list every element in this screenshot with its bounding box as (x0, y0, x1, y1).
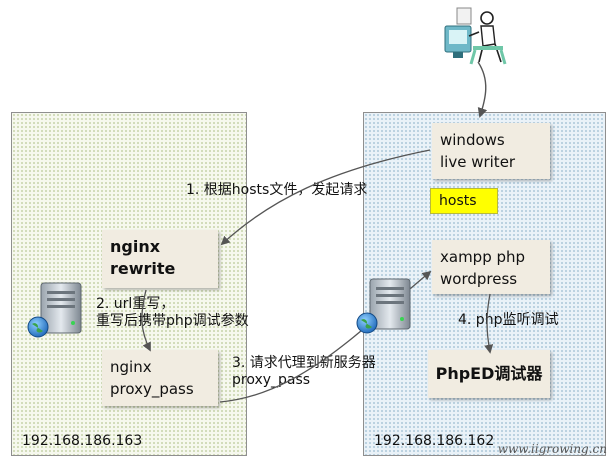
step3-line2: proxy_pass (232, 372, 311, 388)
xampp-line2: wordpress (440, 270, 518, 288)
nginx-proxy-box: nginx proxy_pass (102, 350, 218, 406)
xampp-line1: xampp php (440, 248, 526, 266)
step3-line1: 3. 请求代理到新服务器 (232, 355, 376, 371)
hosts-file-label: hosts (430, 188, 498, 214)
nginx-proxy-line1: nginx (110, 358, 152, 376)
phped-box: PhpED调试器 (428, 350, 550, 398)
nginx-rewrite-line1: nginx (110, 237, 161, 256)
person-at-computer-icon (444, 7, 507, 65)
globe-icon (356, 312, 378, 334)
live-writer-line2: live writer (440, 153, 516, 171)
live-writer-line1: windows (440, 131, 505, 149)
nginx-proxy-line2: proxy_pass (110, 380, 194, 398)
server-icon (369, 278, 411, 330)
arrow-user-to-writer (477, 61, 488, 118)
live-writer-box: windows live writer (432, 123, 550, 179)
nginx-rewrite-box: nginx rewrite (102, 230, 218, 288)
arrow-step1 (220, 149, 431, 246)
xampp-box: xampp php wordpress (432, 240, 550, 294)
left-server-ip: 192.168.186.163 (22, 433, 143, 449)
step1-label: 1. 根据hosts文件，发起请求 (186, 182, 368, 198)
step2-label: 2. url重写， 重写后携带php调试参数 (96, 296, 249, 330)
step3-label: 3. 请求代理到新服务器 proxy_pass (232, 355, 376, 389)
arrow-step4 (484, 293, 494, 354)
step2-line1: 2. url重写， (96, 296, 175, 312)
globe-icon (27, 316, 49, 338)
server-icon (40, 282, 82, 334)
phped-label: PhpED调试器 (435, 364, 543, 383)
step2-line2: 重写后携带php调试参数 (96, 313, 249, 329)
right-server-ip: 192.168.186.162 (374, 433, 495, 449)
arrow-step2 (141, 289, 151, 352)
step4-label: 4. php监听调试 (458, 312, 559, 328)
watermark: www.iigrowing.cn (497, 442, 607, 456)
nginx-rewrite-line2: rewrite (110, 259, 176, 278)
